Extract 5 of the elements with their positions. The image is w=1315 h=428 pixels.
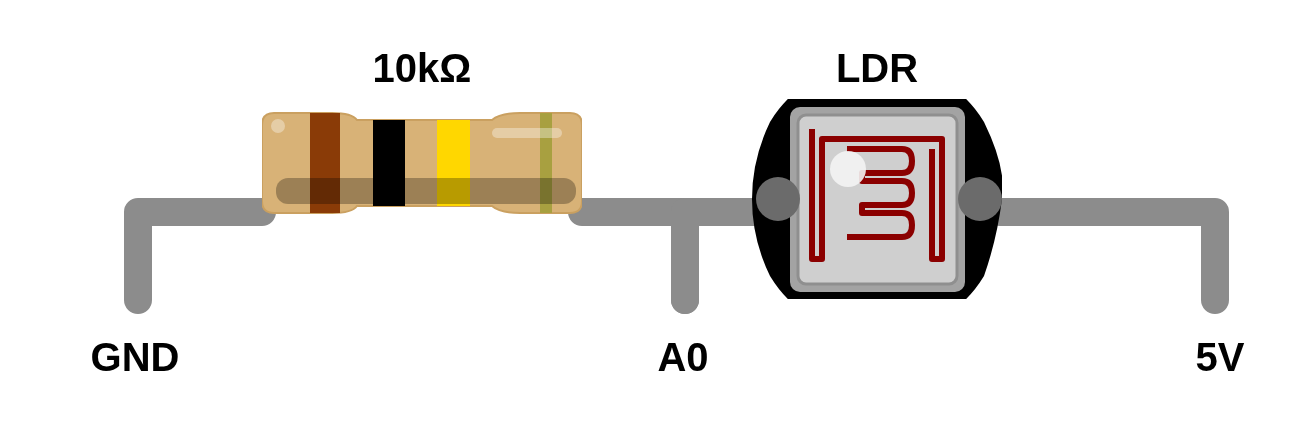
- pin-label: GND: [80, 334, 190, 380]
- component-label: 10kΩ: [371, 45, 473, 91]
- component-label: LDR: [834, 45, 920, 91]
- pin-label: A0: [648, 334, 718, 380]
- pin-label: 5V: [1190, 334, 1250, 380]
